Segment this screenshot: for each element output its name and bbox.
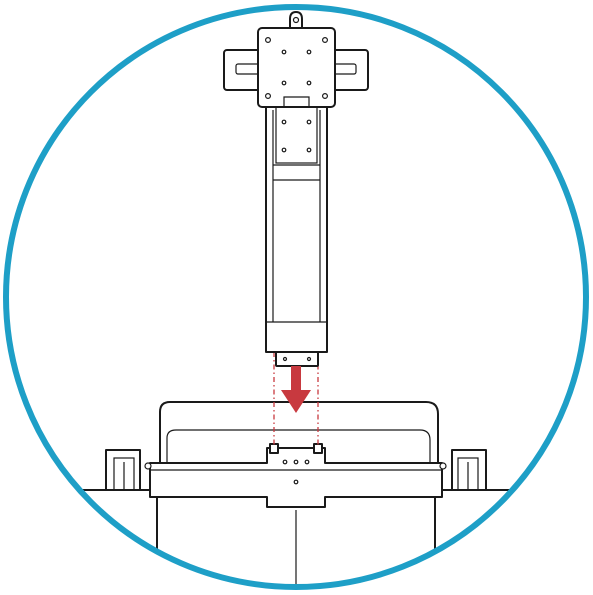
back-panel-outer bbox=[159, 401, 439, 471]
pole-hole bbox=[306, 147, 312, 153]
pole-assembly bbox=[223, 11, 369, 367]
vesa-hole bbox=[265, 36, 272, 43]
receptacle-hole bbox=[282, 459, 288, 465]
pole-hole bbox=[306, 119, 312, 125]
vesa-hole bbox=[265, 92, 272, 99]
back-panel-inner bbox=[166, 429, 431, 470]
connector-hole bbox=[282, 356, 288, 362]
vesa-hole-inner bbox=[281, 49, 287, 55]
receptacle-post-right bbox=[313, 443, 323, 454]
side-screw-left bbox=[144, 462, 152, 470]
receptacle-hole bbox=[304, 459, 310, 465]
vesa-hole bbox=[322, 92, 329, 99]
side-screw-right bbox=[439, 462, 447, 470]
vesa-hole bbox=[322, 36, 329, 43]
vesa-latch bbox=[283, 96, 310, 106]
vesa-hole-inner bbox=[281, 80, 287, 86]
receiver-plate bbox=[149, 447, 443, 508]
side-bracket-right bbox=[451, 449, 487, 491]
vesa-hole-inner bbox=[306, 80, 312, 86]
arrow-down-icon bbox=[281, 366, 311, 413]
arrow-head bbox=[281, 390, 311, 413]
receptacle-post-left bbox=[269, 443, 279, 454]
connector-hole bbox=[306, 356, 312, 362]
pole-hole bbox=[281, 119, 287, 125]
hanging-tab-hole bbox=[292, 16, 300, 24]
pole-column bbox=[265, 99, 328, 353]
receptacle-hole bbox=[293, 459, 299, 465]
frame-ring bbox=[3, 4, 589, 590]
alignment-guides bbox=[273, 352, 319, 446]
pole-hole bbox=[281, 147, 287, 153]
side-bracket-left bbox=[105, 449, 141, 491]
vesa-hole-inner bbox=[306, 49, 312, 55]
arrow-shaft bbox=[291, 366, 301, 392]
receptacle-hole bbox=[293, 479, 299, 485]
bottom-connector-plate bbox=[275, 351, 319, 367]
